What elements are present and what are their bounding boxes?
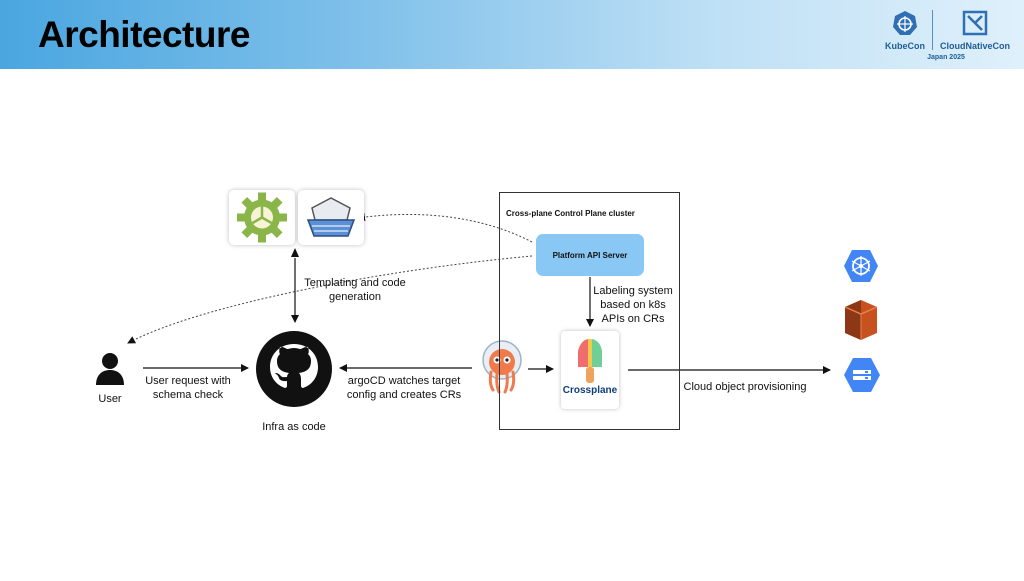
crossplane-label: Crossplane (562, 385, 618, 396)
logo-divider (932, 10, 933, 50)
user-request-label: User request with schema check (145, 375, 231, 401)
user-icon (96, 353, 124, 385)
templating-label: Templating and code generation (304, 277, 406, 303)
kubecon-logo: KubeCon (880, 10, 930, 51)
control-plane-cluster: Cross-plane Control Plane cluster (499, 192, 680, 430)
ship-tile (298, 190, 364, 245)
api-to-user-dotted-arrow (127, 255, 533, 344)
github-icon (256, 331, 332, 407)
user-label: User (98, 393, 122, 405)
aws-s3-icon (844, 300, 878, 340)
kubernetes-engine-icon (844, 250, 878, 282)
cloudnativecon-icon (962, 10, 988, 36)
labeling-label: Labeling system based on k8s APIs on CRs (593, 285, 673, 325)
cloudnativecon-logo: CloudNativeCon (938, 10, 1012, 51)
provisioning-label: Cloud object provisioning (683, 381, 807, 393)
gear-tile (229, 190, 295, 245)
event-year: Japan 2025 (927, 54, 965, 61)
api-to-tools-dotted-arrow (357, 213, 533, 243)
kubernetes-ship-icon (306, 197, 356, 237)
page-title: Architecture (38, 14, 250, 55)
header-banner: Architecture KubeCon CloudNativeCon Japa… (0, 0, 1024, 69)
argo-octopus-icon (482, 340, 522, 394)
cluster-title: Cross-plane Control Plane cluster (506, 209, 635, 218)
kubecon-text: KubeCon (885, 41, 925, 51)
cloudnativecon-text: CloudNativeCon (939, 41, 1010, 51)
gear-icon (237, 192, 287, 243)
platform-api-server: Platform API Server (536, 234, 644, 276)
api-server-label: Platform API Server (552, 250, 628, 260)
crossplane-tile: Crossplane (561, 331, 619, 409)
event-logos: KubeCon CloudNativeCon Japan 2025 (880, 6, 1010, 64)
argocd-label: argoCD watches target config and creates… (346, 375, 462, 401)
repo-label: Infra as code (262, 421, 326, 433)
kubecon-icon (893, 11, 917, 35)
crossplane-popsicle-icon (578, 339, 602, 383)
cloud-storage-icon (844, 358, 880, 392)
